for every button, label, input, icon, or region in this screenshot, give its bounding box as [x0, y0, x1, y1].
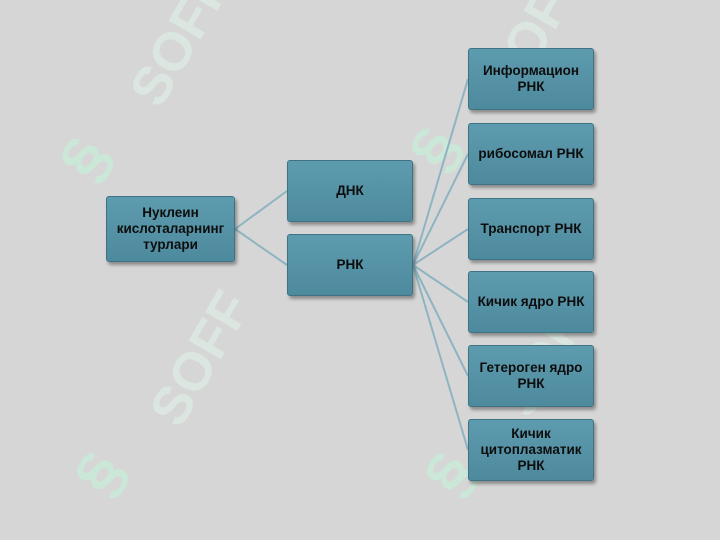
rna-type-label: Транспорт РНК — [480, 221, 582, 236]
connector-rna-type-2 — [412, 153, 469, 266]
rna-type-label: Гетероген ядро РНК — [479, 360, 583, 391]
rna-type-label: Информацион РНК — [482, 63, 580, 94]
connector-root-rna — [234, 228, 288, 266]
root-node-label: Нуклеин кислоталарнинг турлари — [116, 205, 225, 252]
connector-rna-type-3 — [412, 228, 469, 266]
rna-type-node: Информацион РНК — [468, 48, 594, 110]
connector-root-dna — [234, 190, 288, 230]
connector-rna-type-4 — [412, 264, 469, 303]
rna-type-node: Кичик цитоплазматик РНК — [468, 419, 594, 481]
rna-type-node: Гетероген ядро РНК — [468, 345, 594, 407]
rna-type-node: Кичик ядро РНК — [468, 271, 594, 333]
rna-type-label: Кичик ядро РНК — [477, 294, 585, 309]
connector-rna-type-6 — [412, 264, 469, 451]
rna-type-label: Кичик цитоплазматик РНК — [480, 426, 582, 473]
rna-node-label: РНК — [336, 257, 364, 272]
connector-rna-type-1 — [412, 78, 469, 266]
rna-type-node: рибосомал РНК — [468, 123, 594, 185]
dna-node-label: ДНК — [336, 183, 364, 198]
connector-rna-type-5 — [412, 264, 469, 377]
dna-node: ДНК — [287, 160, 413, 222]
rna-node: РНК — [287, 234, 413, 296]
rna-type-node: Транспорт РНК — [468, 198, 594, 260]
rna-type-label: рибосомал РНК — [478, 146, 584, 161]
root-node: Нуклеин кислоталарнинг турлари — [106, 196, 235, 262]
